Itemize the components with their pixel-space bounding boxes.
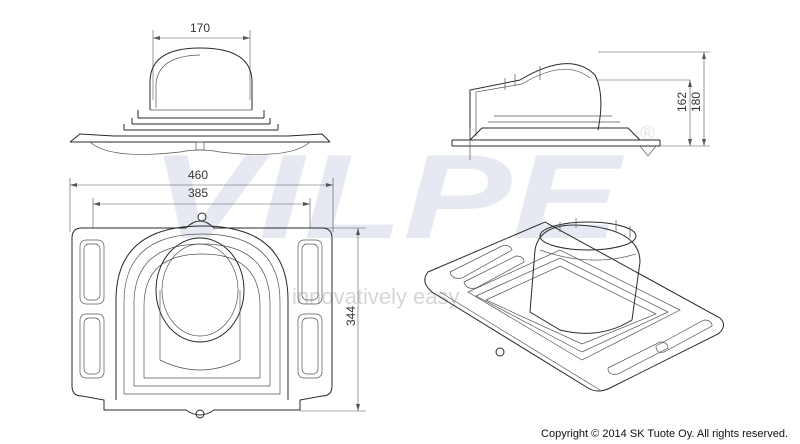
isometric-view <box>424 218 724 392</box>
dim-plan-outer-width: 460 <box>188 168 208 182</box>
watermark: VILPE ® innovatively easy <box>150 123 655 309</box>
dim-plan-inner-width: 385 <box>188 186 208 200</box>
copyright-notice: Copyright © 2014 SK Tuote Oy. All rights… <box>541 428 788 440</box>
watermark-registered: ® <box>640 123 655 145</box>
watermark-slogan: innovatively easy <box>292 284 460 309</box>
dim-plan-depth: 344 <box>344 306 358 326</box>
side-view: 162 180 <box>451 51 710 160</box>
dim-side-height-outer: 180 <box>689 92 703 112</box>
plan-view: 460 385 344 <box>69 168 366 419</box>
watermark-brand: VILPE <box>150 130 625 264</box>
dim-side-height-inner: 162 <box>675 92 689 112</box>
dim-top-width: 170 <box>190 21 210 35</box>
front-view: 170 <box>69 21 331 155</box>
